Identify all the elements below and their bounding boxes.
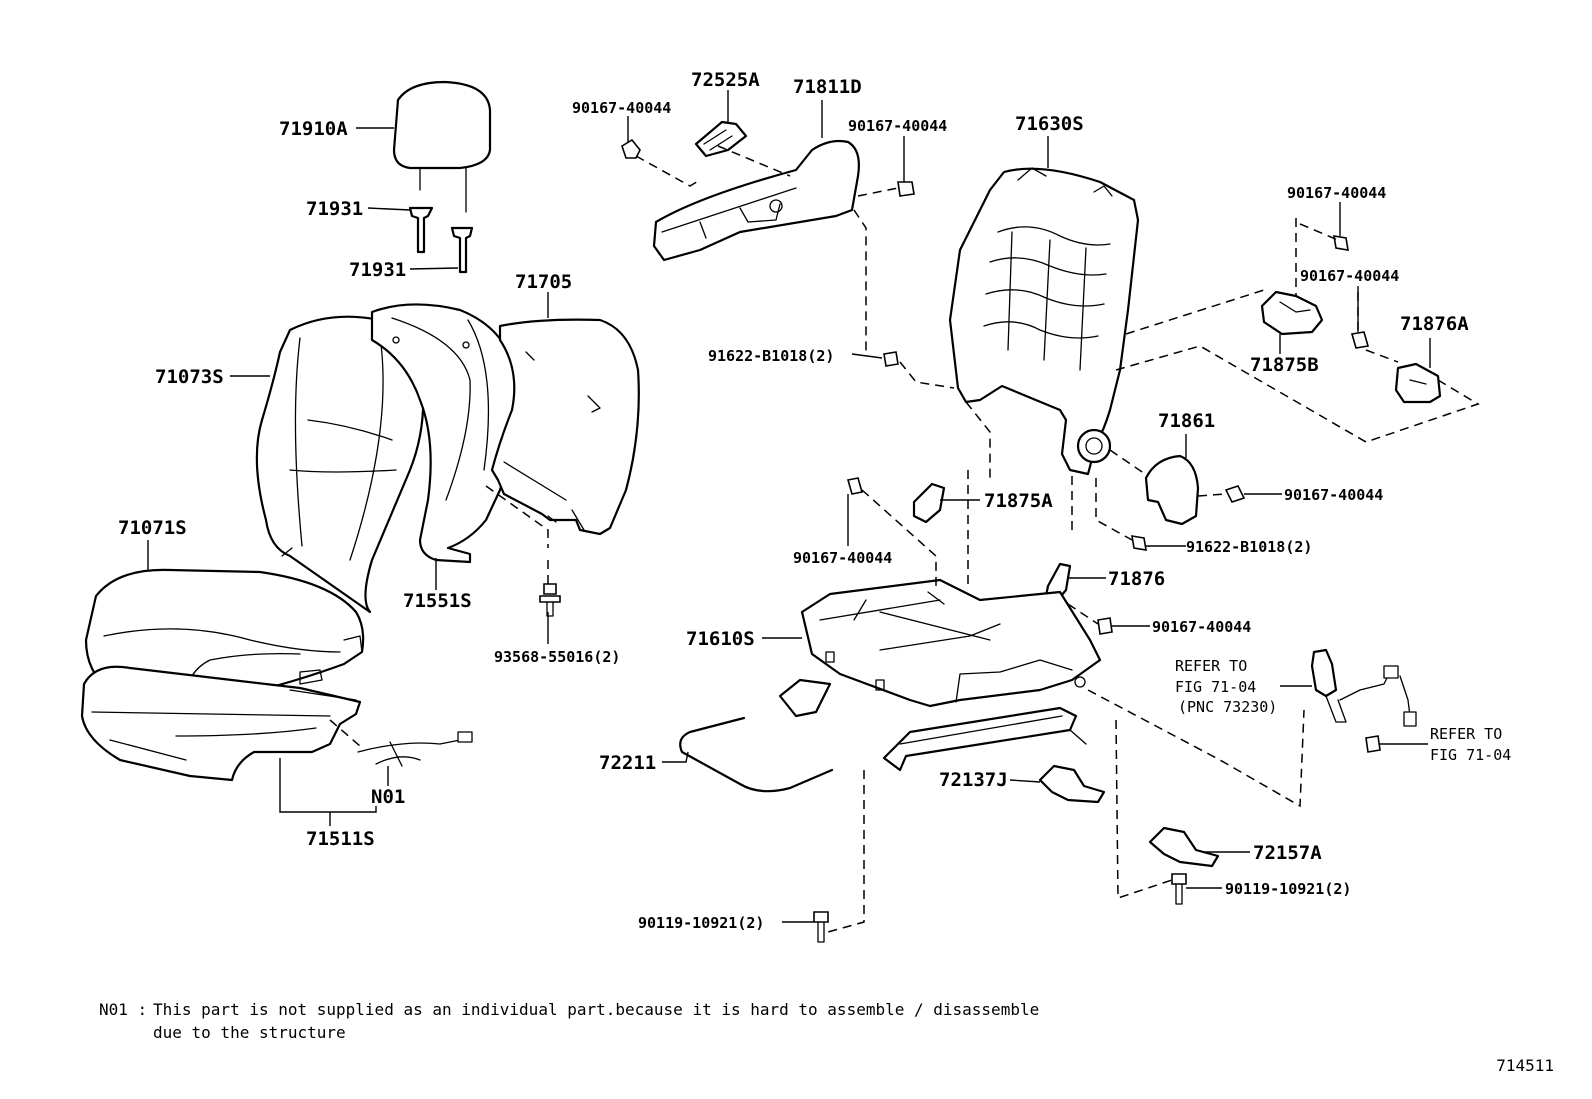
label-71551S: 71551S — [403, 590, 472, 612]
ref2-line1: REFER TO — [1430, 725, 1502, 743]
seat-adjuster-frame-71610S — [800, 578, 1102, 708]
label-90167-40044-b: 90167-40044 — [848, 117, 947, 135]
label-90167-40044-d: 90167-40044 — [1284, 486, 1383, 504]
bolt-icon — [1350, 331, 1370, 349]
reference-note-harness: REFER TO FIG 71-04 — [1430, 725, 1511, 764]
bolt-icon — [1171, 873, 1187, 905]
headrest-support-71931-lower — [450, 226, 474, 274]
label-N01: N01 — [371, 786, 405, 808]
bolt-icon — [1333, 235, 1349, 251]
wire-harness-N01 — [357, 731, 473, 767]
label-90167-40044-c: 90167-40044 — [793, 549, 892, 567]
ref1-line3: (PNC 73230) — [1178, 698, 1277, 716]
ref1-line2: FIG 71-04 — [1175, 678, 1256, 696]
seat-cushion-pad-71511S — [80, 665, 362, 782]
cover-72137J — [1038, 764, 1106, 804]
label-71875A: 71875A — [984, 490, 1053, 512]
label-71610S: 71610S — [686, 628, 755, 650]
bolt-icon — [1131, 535, 1147, 551]
label-90167-40044-a: 90167-40044 — [572, 99, 671, 117]
headrest-support-71931-upper — [408, 206, 434, 254]
ref1-line1: REFER TO — [1175, 657, 1247, 675]
label-71876: 71876 — [1108, 568, 1165, 590]
label-71931-upper: 71931 — [306, 198, 363, 220]
bolt-icons — [621, 138, 1381, 943]
adjuster-rod-72211 — [679, 716, 834, 793]
label-91622-B1018-a: 91622-B1018(2) — [708, 347, 834, 365]
footnote-line2: due to the structure — [153, 1023, 346, 1042]
label-91622-B1018-b: 91622-B1018(2) — [1186, 538, 1312, 556]
assembly-dashed-lines — [329, 145, 1480, 933]
label-71811D: 71811D — [793, 76, 862, 98]
seat-track-rails — [778, 678, 1087, 772]
bolt-icon — [621, 138, 641, 159]
bolt-icon — [1224, 485, 1246, 503]
reference-note-buckle: REFER TO FIG 71-04 (PNC 73230) — [1175, 657, 1277, 716]
figure-number: 714511 — [1496, 1056, 1554, 1075]
leader-lines — [147, 90, 1431, 923]
bolt-icon — [1365, 735, 1381, 753]
bracket-71875A — [912, 482, 946, 524]
bolt-icon — [897, 181, 915, 197]
label-71910A: 71910A — [279, 118, 348, 140]
seat-back-board-71705 — [490, 318, 640, 536]
bolt-93568-55016 — [539, 583, 561, 617]
label-71931-lower: 71931 — [349, 259, 406, 281]
side-cover-71876A — [1394, 362, 1442, 404]
label-72157A: 72157A — [1253, 842, 1322, 864]
recliner-cover-71811D — [652, 139, 860, 262]
bolt-icon — [813, 911, 829, 943]
label-72211: 72211 — [599, 752, 656, 774]
label-90167-40044-e: 90167-40044 — [1287, 184, 1386, 202]
label-71073S: 71073S — [155, 366, 224, 388]
label-71630S: 71630S — [1015, 113, 1084, 135]
label-71875B: 71875B — [1250, 354, 1319, 376]
recliner-knob-72525A — [694, 120, 748, 158]
side-cover-71875B — [1260, 290, 1324, 336]
bolt-icon — [1097, 617, 1113, 635]
label-93568-55016: 93568-55016(2) — [494, 648, 620, 666]
part-labels: 71910A 71931 71931 71705 71073S 71071S 7… — [118, 69, 1469, 932]
label-72525A: 72525A — [691, 69, 760, 91]
label-71876A: 71876A — [1400, 313, 1469, 335]
label-90167-40044-g: 90167-40044 — [1152, 618, 1251, 636]
bolt-icon — [846, 477, 864, 495]
label-90119-10921-a: 90119-10921(2) — [638, 914, 764, 932]
seat-belt-buckle — [1310, 648, 1417, 727]
label-90167-40044-f: 90167-40044 — [1300, 267, 1399, 285]
label-71861: 71861 — [1158, 410, 1215, 432]
label-72137J: 72137J — [939, 769, 1008, 791]
label-71511S: 71511S — [306, 828, 375, 850]
seat-back-pad-71551S — [370, 303, 518, 564]
headrest-71910A — [392, 80, 492, 213]
seat-back-frame-71630S — [948, 167, 1140, 476]
footnote-code: N01 : — [99, 1000, 148, 1019]
label-71705: 71705 — [515, 271, 572, 293]
footnote-text-1: This part is not supplied as an individu… — [153, 1000, 1040, 1019]
bolt-icon — [883, 351, 899, 367]
footnote-line1: N01 : This part is not supplied as an ind… — [99, 998, 1099, 1021]
ref2-line2: FIG 71-04 — [1430, 746, 1511, 764]
hinge-cover-71861 — [1144, 454, 1200, 526]
label-90119-10921-b: 90119-10921(2) — [1225, 880, 1351, 898]
cover-72157A — [1148, 826, 1220, 868]
label-71071S: 71071S — [118, 517, 187, 539]
footnote: N01 : This part is not supplied as an ind… — [99, 998, 1099, 1044]
